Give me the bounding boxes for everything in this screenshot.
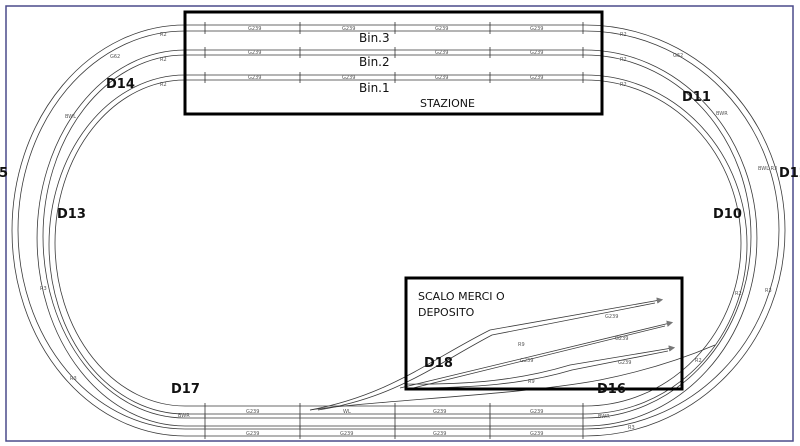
rail: [48, 74, 748, 415]
piece-label: G239: [248, 50, 261, 56]
piece-label: G239: [520, 358, 533, 364]
switch-label-d14: D14: [106, 77, 135, 92]
piece-label: G239: [342, 75, 355, 81]
switch-label-d18: D18: [424, 356, 453, 371]
piece-label: G239: [433, 409, 446, 415]
piece-label: BWL R3: [758, 166, 777, 172]
yard-track-1b: [317, 302, 656, 411]
yard-tracks: [309, 297, 716, 411]
ties: [204, 22, 584, 439]
piece-label: R2: [620, 82, 627, 88]
piece-label: R3: [40, 286, 47, 292]
piece-label: R2: [160, 57, 167, 63]
piece-label: G239: [530, 431, 543, 437]
track-label-bin2: Bin.2: [359, 55, 390, 69]
yard-track-3: [404, 345, 676, 385]
piece-label: R2: [695, 358, 702, 364]
rail: [36, 49, 758, 427]
station-box: [183, 10, 604, 116]
piece-label: G239: [530, 409, 543, 415]
yard-label-line1: SCALO MERCI O: [418, 290, 505, 303]
rails: [11, 24, 786, 437]
switch-label-d15: 5: [0, 166, 8, 181]
piece-label: G239: [435, 50, 448, 56]
rail: [42, 54, 752, 419]
piece-label: BWL: [65, 114, 76, 120]
rail: [17, 30, 780, 430]
yard-track-2: [399, 320, 674, 389]
piece-label: R9: [518, 342, 525, 348]
piece-label: G239: [530, 26, 543, 32]
piece-label: G62: [110, 54, 120, 60]
track-label-bin3: Bin.3: [359, 31, 390, 45]
piece-label: G239: [433, 431, 446, 437]
switch-label-d17: D17: [171, 382, 200, 397]
switch-label-d10: D10: [713, 207, 742, 222]
piece-label: G62: [673, 53, 683, 59]
piece-label: R2: [160, 32, 167, 38]
piece-label: G239: [615, 336, 628, 342]
switch-label-d13: D13: [57, 207, 86, 222]
yard-track-2b: [404, 325, 666, 391]
switch-label-d12: D12: [779, 166, 800, 181]
piece-label: R3: [628, 425, 635, 431]
piece-label: R2: [620, 57, 627, 63]
track-label-bin1: Bin.1: [359, 81, 390, 95]
piece-label: G239: [246, 409, 259, 415]
piece-label: BWR: [598, 414, 610, 420]
piece-label: G239: [342, 26, 355, 32]
piece-label: G239: [618, 360, 631, 366]
yard-label-line2: DEPOSITO: [418, 306, 475, 319]
piece-label: R2: [620, 32, 627, 38]
rail: [11, 24, 786, 437]
piece-label: BWR: [716, 111, 728, 117]
piece-label: G239: [246, 431, 259, 437]
switch-label-d11: D11: [682, 90, 711, 105]
frame: [5, 5, 794, 442]
piece-label: G239: [435, 26, 448, 32]
station-label: STAZIONE: [420, 97, 475, 110]
piece-label: BWR: [178, 413, 190, 419]
yard-track-1: [309, 297, 664, 411]
piece-label: G239: [340, 431, 353, 437]
piece-label: R9: [528, 379, 535, 385]
piece-label: WL: [343, 409, 351, 415]
piece-label: G239: [605, 314, 618, 320]
switch-label-d16: D16: [597, 382, 626, 397]
piece-label: G239: [530, 75, 543, 81]
piece-label: G239: [248, 75, 261, 81]
piece-label: G239: [435, 75, 448, 81]
piece-label: R3: [70, 376, 77, 382]
piece-label: G239: [248, 26, 261, 32]
piece-label: R2: [735, 291, 742, 297]
piece-label: G239: [530, 50, 543, 56]
piece-label: R3: [765, 288, 772, 294]
yard-box: [404, 276, 684, 391]
piece-label: R2: [160, 82, 167, 88]
rail: [54, 79, 742, 407]
track-piece-labels: G239 G239 G239 G239 G239 G239 G239 G239 …: [40, 26, 777, 437]
yard-lead: [309, 344, 716, 411]
